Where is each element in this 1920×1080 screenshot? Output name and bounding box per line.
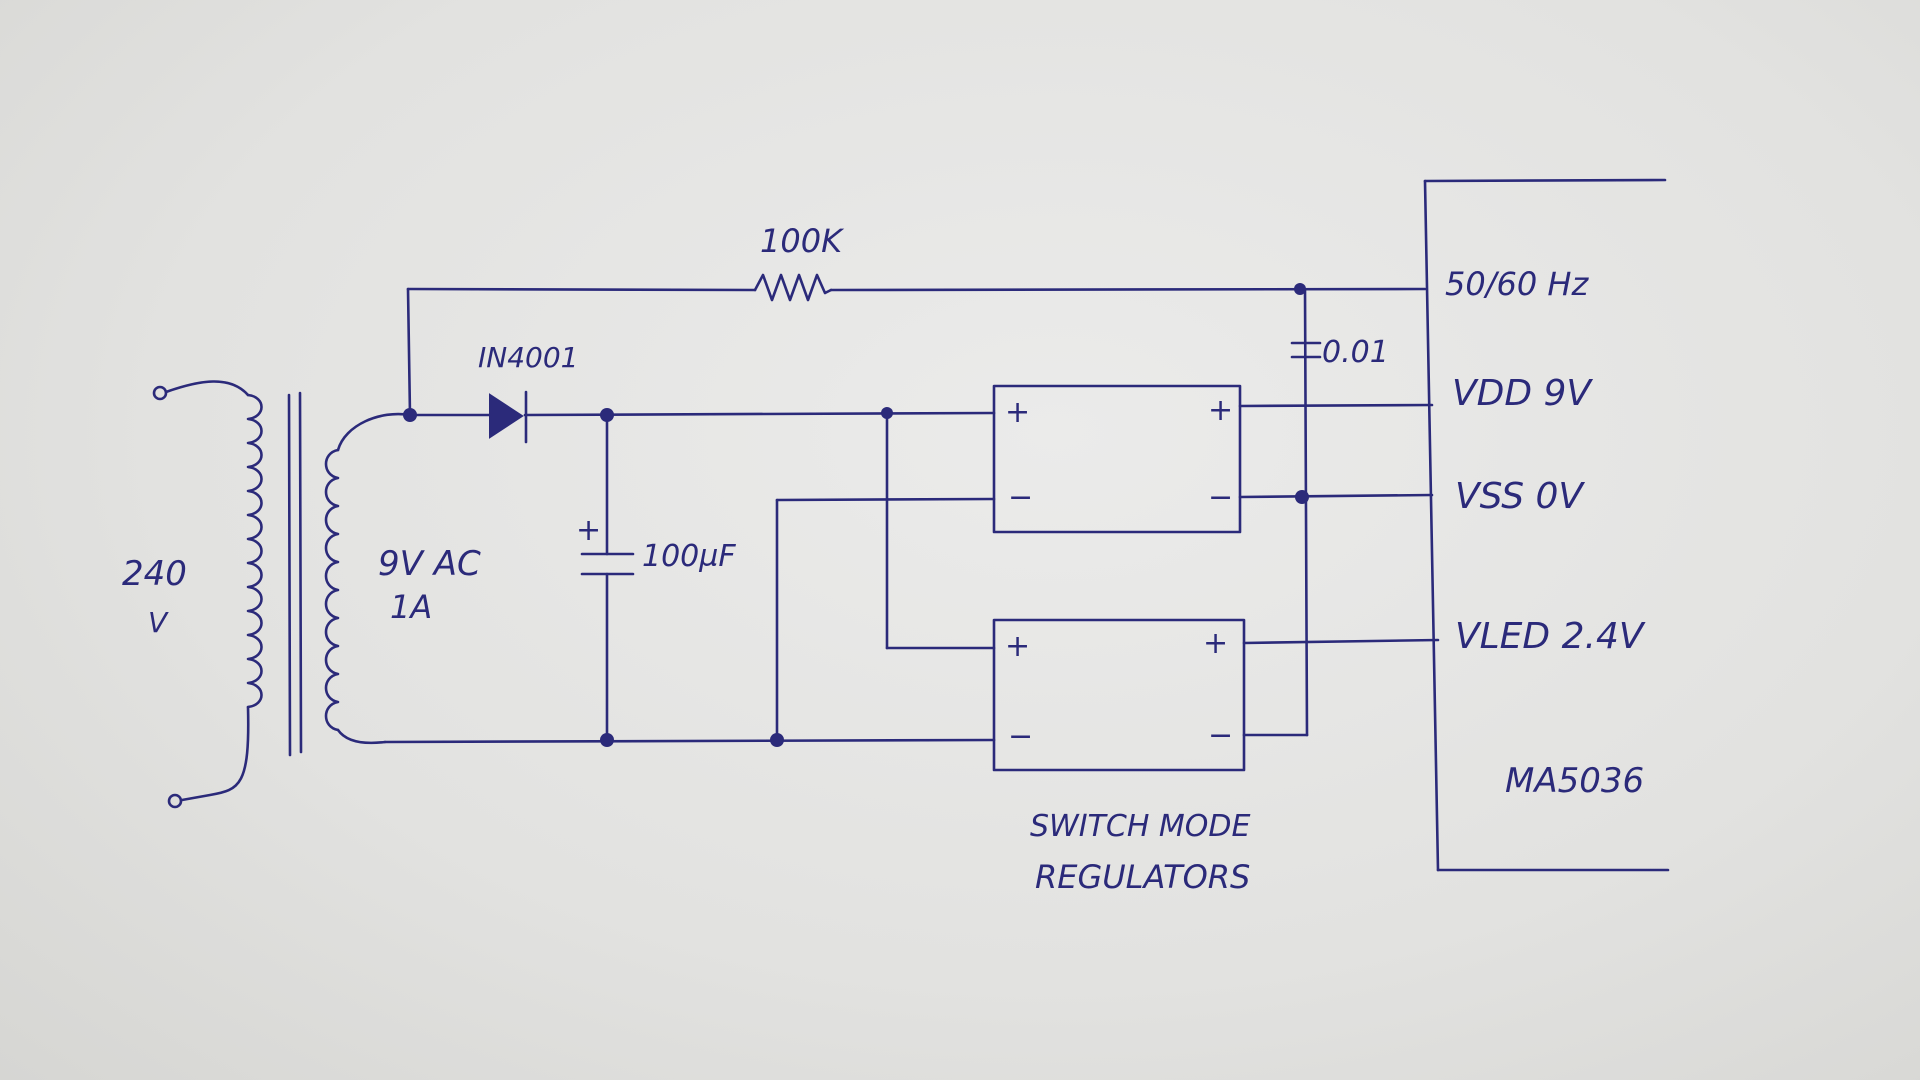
junction-dot [1295,490,1309,504]
regulator-2 [992,618,1246,772]
junction-dot [600,408,614,422]
reg1-in-plus: + [1005,395,1030,430]
junction-dot [770,733,784,747]
regulator-wiring [775,411,996,742]
reg1-out-minus: − [1208,480,1233,515]
junction-dot [881,407,893,419]
transformer-core [287,391,303,757]
top-wire [406,273,1427,417]
junction-dot [600,733,614,747]
ic-name-label: MA5036 [1505,761,1644,801]
reg2-out-minus: − [1208,718,1233,753]
junction-dot [1294,283,1306,295]
negative-rail [383,738,996,744]
resistor-symbol [753,273,833,302]
reg1-out-plus: + [1208,393,1233,428]
supply-voltage-unit: V [148,606,169,639]
regulators-label-line1: SWITCH MODE [1030,809,1251,844]
capacitor-small-label: 0.01 [1322,335,1389,370]
capacitor-large [580,413,635,742]
secondary-voltage-label: 9V AC [378,544,481,584]
regulators-label-line2: REGULATORS [1035,858,1250,896]
capacitor-large-label: 100µF [642,539,736,574]
junction-dots [403,283,1309,747]
reg2-out-plus: + [1203,626,1228,661]
junction-dot [403,408,417,422]
pin-vdd-label: VDD 9V [1452,373,1593,414]
output-wiring [1238,288,1440,737]
capacitor-plus: + [576,513,601,548]
diode-label: IN4001 [478,341,578,374]
transformer-primary [152,380,263,809]
capacitor-small [1290,341,1322,359]
supply-voltage-label: 240 [122,554,187,594]
pin-vled-label: VLED 2.4V [1455,616,1646,657]
reg1-in-minus: − [1008,480,1033,515]
pin-frequency-label: 50/60 Hz [1445,265,1589,303]
regulator-1 [992,384,1242,534]
secondary-current-label: 1A [390,588,432,626]
pin-vss-label: VSS 0V [1455,476,1585,517]
transformer-secondary [324,412,412,745]
reg2-in-minus: − [1008,719,1033,754]
diode-symbol [489,390,528,444]
reg2-in-plus: + [1005,629,1030,664]
ic-outline [1423,178,1670,872]
resistor-label: 100K [760,222,845,260]
